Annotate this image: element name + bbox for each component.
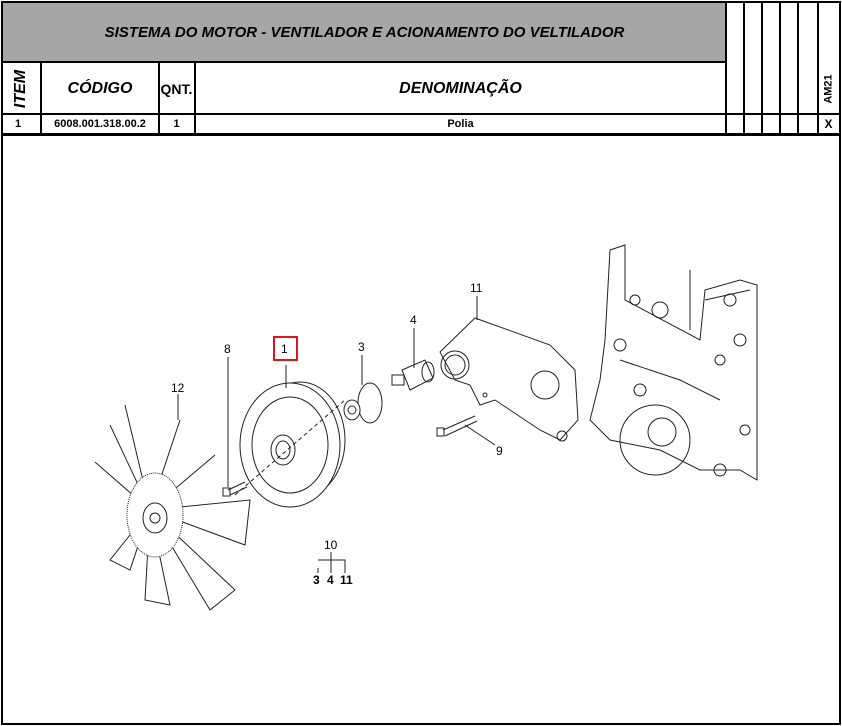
kit-item: 11 bbox=[340, 573, 353, 587]
highlight-box bbox=[273, 336, 298, 361]
header-denominacao: DENOMINAÇÃO bbox=[399, 80, 522, 97]
row-qnt: 1 bbox=[173, 118, 180, 130]
divider bbox=[3, 133, 839, 136]
leader-lines bbox=[177, 296, 478, 573]
callout-3[interactable]: 3 bbox=[358, 340, 365, 354]
pulley-1-drawing bbox=[234, 381, 346, 508]
callout-12[interactable]: 12 bbox=[171, 381, 185, 395]
header-qnt: QNT. bbox=[160, 81, 193, 97]
divider bbox=[797, 3, 799, 134]
callout-9[interactable]: 9 bbox=[496, 444, 503, 458]
divider bbox=[194, 63, 196, 134]
divider bbox=[817, 3, 819, 134]
divider bbox=[743, 3, 745, 134]
bracket-drawing bbox=[439, 317, 579, 442]
callout-1[interactable]: 1 bbox=[281, 342, 288, 356]
bolt-9-drawing bbox=[436, 415, 496, 446]
kit-item: 4 bbox=[327, 573, 334, 587]
row-model-mark: X bbox=[824, 117, 833, 131]
row-denominacao: Polia bbox=[447, 118, 474, 130]
header-codigo: CÓDIGO bbox=[67, 80, 133, 97]
callout-11[interactable]: 11 bbox=[470, 281, 483, 295]
page-title: SISTEMA DO MOTOR - VENTILADOR E ACIONAME… bbox=[3, 3, 726, 63]
row-item: 1 bbox=[15, 118, 22, 130]
spacer-4-drawing bbox=[391, 359, 435, 391]
divider bbox=[158, 63, 160, 134]
row-codigo: 6008.001.318.00.2 bbox=[54, 118, 146, 130]
hub-3-drawing bbox=[343, 382, 383, 424]
divider bbox=[40, 63, 42, 134]
callout-8[interactable]: 8 bbox=[224, 342, 231, 356]
fan-12-drawing bbox=[94, 404, 251, 611]
divider bbox=[3, 113, 839, 115]
engine-block-drawing bbox=[589, 244, 758, 481]
divider bbox=[779, 3, 781, 134]
callout-kit-10[interactable]: 10 bbox=[324, 538, 338, 552]
kit-item: 3 bbox=[313, 573, 320, 587]
divider bbox=[725, 3, 727, 134]
bolt-8-drawing bbox=[222, 481, 248, 497]
divider bbox=[761, 3, 763, 134]
callout-4[interactable]: 4 bbox=[410, 313, 417, 327]
